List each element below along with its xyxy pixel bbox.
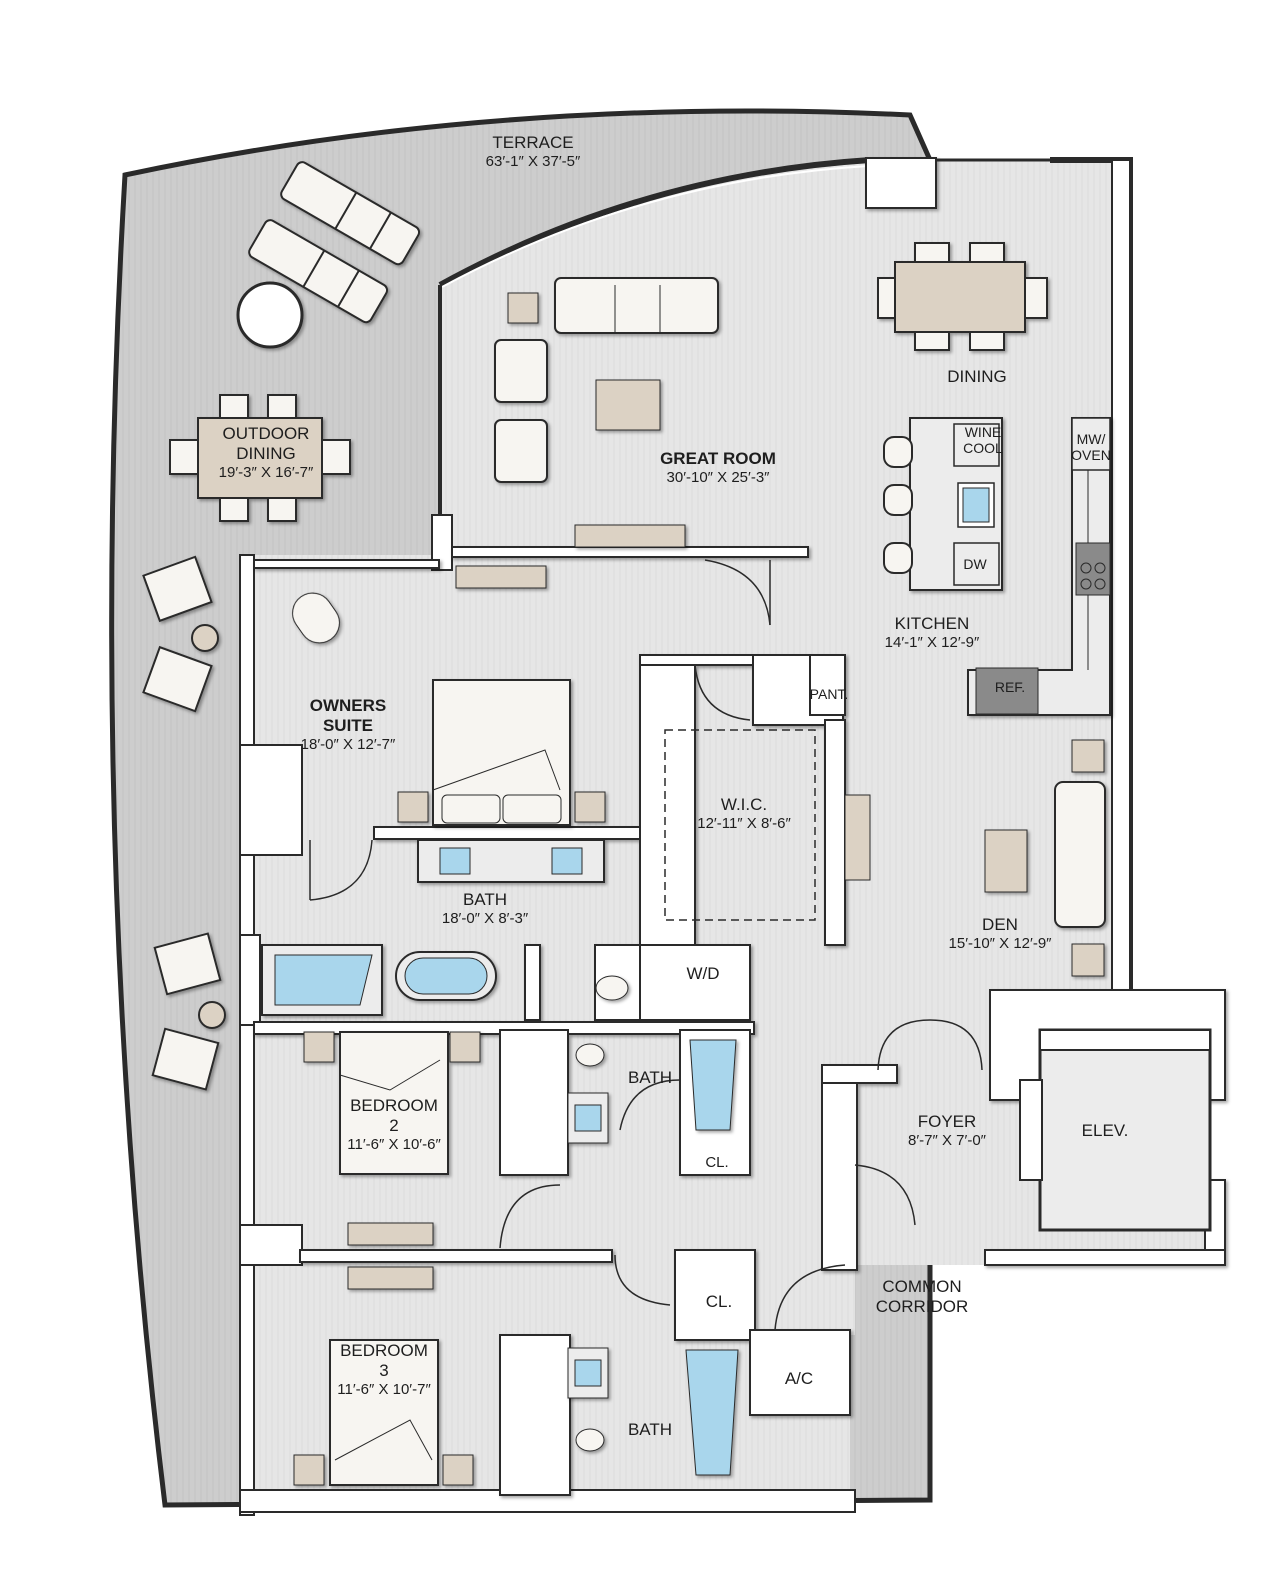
- label-dining: DINING: [947, 367, 1007, 387]
- room-name: PANT.: [809, 686, 849, 702]
- room-name: DINING: [236, 444, 296, 464]
- room-dims: 11′-6″ X 10′-7″: [337, 1381, 431, 1399]
- room-dims: 18′-0″ X 8′-3″: [441, 910, 529, 928]
- wic-shelving: [664, 729, 871, 921]
- appliance-label: MW/: [1076, 431, 1106, 447]
- room-name: BEDROOM: [340, 1341, 428, 1360]
- room-name: 2: [389, 1116, 399, 1136]
- label-owners-suite: OWNERS SUITE 18′-0″ X 12′-7″: [301, 696, 396, 754]
- appliance-label: COOL: [963, 440, 1003, 457]
- room-name: CL.: [705, 1292, 733, 1311]
- room-name: SUITE: [322, 716, 374, 736]
- room-name: DINING: [947, 367, 1007, 386]
- room-name: CL.: [705, 1154, 729, 1171]
- kitchen-island: [883, 417, 1003, 591]
- appliance-label: OVEN: [1071, 447, 1111, 464]
- den-furniture: [984, 739, 1106, 977]
- room-name: BATH: [627, 1068, 673, 1087]
- room-dims: 8′-7″ X 7′-0″: [908, 1132, 986, 1150]
- label-outdoor-dining: OUTDOOR DINING 19′-3″ X 16′-7″: [219, 424, 314, 482]
- owners-bath-fixtures: [261, 839, 629, 1016]
- label-elevator: ELEV.: [1082, 1121, 1129, 1141]
- label-bedroom-2: BEDROOM 2 11′-6″ X 10′-6″: [347, 1096, 441, 1154]
- appliance-label: DW: [963, 556, 987, 572]
- room-name: 3: [379, 1361, 389, 1381]
- label-refrigerator: REF.: [995, 679, 1025, 695]
- terrace-lounge-chairs: [142, 555, 226, 1091]
- room-name: FOYER: [917, 1112, 977, 1131]
- room-dims: 11′-6″ X 10′-6″: [347, 1136, 441, 1154]
- label-washer-dryer: W/D: [686, 964, 719, 984]
- terrace-loungers: [236, 161, 421, 349]
- outdoor-dining-set: [169, 394, 351, 522]
- label-terrace: TERRACE 63′-1″ X 37′-5″: [486, 133, 581, 171]
- room-name: COMMON: [882, 1277, 962, 1296]
- room-name: W.I.C.: [720, 795, 768, 814]
- great-room-furniture: [455, 277, 719, 589]
- bedroom3-furniture: [293, 1339, 474, 1486]
- door-swings: [309, 559, 983, 1331]
- room-name: A/C: [784, 1369, 814, 1388]
- label-common-corridor: COMMON CORRIDOR: [876, 1277, 969, 1317]
- label-closet-2: CL.: [705, 1154, 728, 1172]
- dining-set: [877, 242, 1048, 351]
- room-dims: 19′-3″ X 16′-7″: [218, 464, 314, 482]
- bath3-fixtures: [567, 1347, 739, 1476]
- bath2-fixtures: [567, 1039, 737, 1144]
- room-name: TERRACE: [492, 133, 574, 152]
- appliance-label: REF.: [994, 679, 1026, 695]
- label-den: DEN 15′-10″ X 12′-9″: [949, 915, 1052, 953]
- room-name: KITCHEN: [894, 614, 970, 633]
- room-dims: 15′-10″ X 12′-9″: [948, 935, 1052, 953]
- label-closet-3: CL.: [706, 1292, 732, 1312]
- label-pantry: PANT.: [810, 686, 849, 702]
- elevator: [1019, 1028, 1212, 1232]
- room-name: DEN: [982, 915, 1018, 934]
- label-wine-cooler: WINE COOL: [963, 424, 1003, 456]
- bedroom2-furniture: [303, 1031, 481, 1290]
- label-mw-oven: MW/ OVEN: [1071, 431, 1111, 463]
- room-name: GREAT ROOM: [660, 449, 776, 468]
- room-name: ELEV.: [1081, 1121, 1129, 1140]
- room-name: BATH: [462, 890, 508, 909]
- kitchen-counter: [967, 417, 1111, 716]
- label-ac: A/C: [785, 1369, 813, 1389]
- room-name: BEDROOM: [350, 1096, 438, 1115]
- room-name: CORRIDOR: [875, 1297, 969, 1317]
- label-bath-2: BATH: [628, 1068, 672, 1088]
- room-dims: 12′-11″ X 8′-6″: [697, 815, 791, 833]
- room-name: OWNERS: [309, 696, 387, 715]
- label-foyer: FOYER 8′-7″ X 7′-0″: [908, 1112, 986, 1150]
- owners-bed: [292, 592, 606, 826]
- room-dims: 18′-0″ X 12′-7″: [300, 736, 396, 754]
- label-great-room: GREAT ROOM 30′-10″ X 25′-3″: [660, 449, 776, 487]
- label-owners-bath: BATH 18′-0″ X 8′-3″: [442, 890, 528, 928]
- room-name: OUTDOOR: [222, 424, 310, 443]
- label-wic: W.I.C. 12′-11″ X 8′-6″: [697, 795, 791, 833]
- room-dims: 30′-10″ X 25′-3″: [666, 469, 770, 487]
- label-kitchen: KITCHEN 14′-1″ X 12′-9″: [885, 614, 980, 652]
- label-bath-3: BATH: [628, 1420, 672, 1440]
- label-dishwasher: DW: [963, 556, 986, 572]
- room-name: W/D: [686, 964, 720, 983]
- label-bedroom-3: BEDROOM 3 11′-6″ X 10′-7″: [337, 1341, 431, 1399]
- room-dims: 14′-1″ X 12′-9″: [884, 634, 980, 652]
- exterior-walls: [239, 157, 1133, 1516]
- room-dims: 63′-1″ X 37′-5″: [485, 153, 581, 171]
- room-name: BATH: [627, 1420, 673, 1439]
- appliance-label: WINE: [964, 424, 1002, 440]
